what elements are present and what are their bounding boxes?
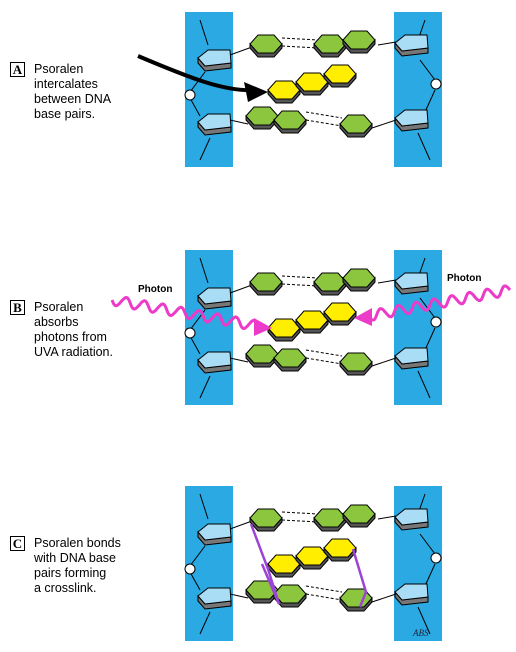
hydrogen-bond xyxy=(305,111,343,119)
left-chain-line xyxy=(189,571,201,591)
left-sugar-top xyxy=(197,523,232,541)
photon-arrow-right xyxy=(354,308,372,326)
right-chain-line xyxy=(417,132,431,161)
left-chain-line xyxy=(189,335,201,355)
left-chain-line xyxy=(199,375,211,399)
glycosidic-bond xyxy=(371,119,397,129)
hydrogen-bond xyxy=(281,519,319,523)
right-sugar-top xyxy=(394,272,429,290)
photon-wave-right xyxy=(366,284,512,322)
panel-c: C Psoralen bonds with DNA base pairs for… xyxy=(0,474,516,652)
panel-b-caption: Psoralen absorbs photons from UVA radiat… xyxy=(34,300,113,359)
photon-label-right: Photon xyxy=(447,273,482,284)
base-bottom-right xyxy=(339,352,373,372)
psoralen-ring-3 xyxy=(323,64,357,84)
left-sugar-top xyxy=(197,287,232,305)
right-phosphate xyxy=(430,78,442,90)
base-bottom-left-b xyxy=(273,348,307,368)
panel-a-dna-diagram xyxy=(137,12,442,167)
hydrogen-bond xyxy=(305,349,343,357)
right-sugar-bottom xyxy=(394,109,429,127)
right-chain-line xyxy=(417,370,431,399)
left-sugar-top xyxy=(197,49,232,67)
right-phosphate xyxy=(430,552,442,564)
base-top-right-b xyxy=(342,504,376,524)
left-chain-line xyxy=(199,19,209,46)
photon-label-left: Photon xyxy=(138,284,173,295)
artist-signature: ABS xyxy=(413,628,429,638)
base-top-right-b xyxy=(342,30,376,50)
glycosidic-bond xyxy=(371,357,397,367)
left-chain-line xyxy=(189,71,206,93)
left-chain-line xyxy=(199,493,209,520)
glycosidic-bond xyxy=(229,284,253,294)
panel-b-letter: B xyxy=(10,300,25,315)
intercalation-arrow-head xyxy=(244,82,268,102)
right-sugar-bottom xyxy=(394,347,429,365)
glycosidic-bond xyxy=(371,593,397,603)
right-chain-line xyxy=(419,59,436,81)
hydrogen-bond xyxy=(305,119,343,127)
crosslink-right xyxy=(351,548,368,608)
right-phosphate xyxy=(430,316,442,328)
glycosidic-bond xyxy=(229,119,249,125)
base-bottom-left-b xyxy=(273,110,307,130)
hydrogen-bond xyxy=(281,511,319,515)
hydrogen-bond xyxy=(281,45,319,49)
panel-a-caption: Psoralen intercalates between DNA base p… xyxy=(34,62,112,121)
crosslink-left xyxy=(249,523,281,605)
glycosidic-bond xyxy=(377,515,397,520)
right-chain-line xyxy=(424,563,436,587)
right-sugar-bottom xyxy=(394,583,429,601)
left-chain-line xyxy=(199,257,209,284)
base-top-left xyxy=(249,272,283,292)
photon-wave-left xyxy=(110,295,260,331)
psoralen-ring-3 xyxy=(323,538,357,558)
right-chain-line xyxy=(424,327,436,351)
base-top-left xyxy=(249,508,283,528)
right-chain-line xyxy=(419,533,436,555)
glycosidic-bond xyxy=(229,593,249,599)
glycosidic-bond xyxy=(377,279,397,284)
hydrogen-bond xyxy=(281,275,319,279)
panel-a-letter: A xyxy=(10,62,25,77)
left-phosphate xyxy=(184,89,196,101)
hydrogen-bond xyxy=(305,357,343,365)
psoralen-ring-3 xyxy=(323,302,357,322)
glycosidic-bond xyxy=(229,357,249,363)
intercalation-arrow xyxy=(137,54,256,93)
panel-c-caption: Psoralen bonds with DNA base pairs formi… xyxy=(34,536,121,595)
panel-b-dna-diagram xyxy=(110,250,512,405)
base-top-left xyxy=(249,34,283,54)
base-bottom-right xyxy=(339,588,373,608)
panel-b: B Psoralen absorbs photons from UVA radi… xyxy=(0,238,516,418)
hydrogen-bond xyxy=(281,283,319,287)
hydrogen-bond xyxy=(281,37,319,41)
panel-a: A Psoralen intercalates between DNA base… xyxy=(0,0,516,180)
left-chain-line xyxy=(189,97,201,117)
left-phosphate xyxy=(184,327,196,339)
base-bottom-right xyxy=(339,114,373,134)
hydrogen-bond xyxy=(305,585,343,593)
base-top-right-b xyxy=(342,268,376,288)
base-bottom-left-b xyxy=(273,584,307,604)
right-chain-line xyxy=(424,89,436,113)
photon-arrow-left xyxy=(254,318,272,336)
right-chain-line xyxy=(417,606,431,635)
glycosidic-bond xyxy=(377,41,397,46)
hydrogen-bond xyxy=(305,593,343,601)
glycosidic-bond xyxy=(229,520,253,530)
left-chain-line xyxy=(199,137,211,161)
panel-c-dna-diagram xyxy=(184,486,442,641)
glycosidic-bond xyxy=(229,46,253,56)
left-phosphate xyxy=(184,563,196,575)
right-sugar-top xyxy=(394,508,429,526)
left-chain-line xyxy=(199,611,211,635)
right-sugar-top xyxy=(394,34,429,52)
left-chain-line xyxy=(189,545,206,567)
panel-c-letter: C xyxy=(10,536,25,551)
